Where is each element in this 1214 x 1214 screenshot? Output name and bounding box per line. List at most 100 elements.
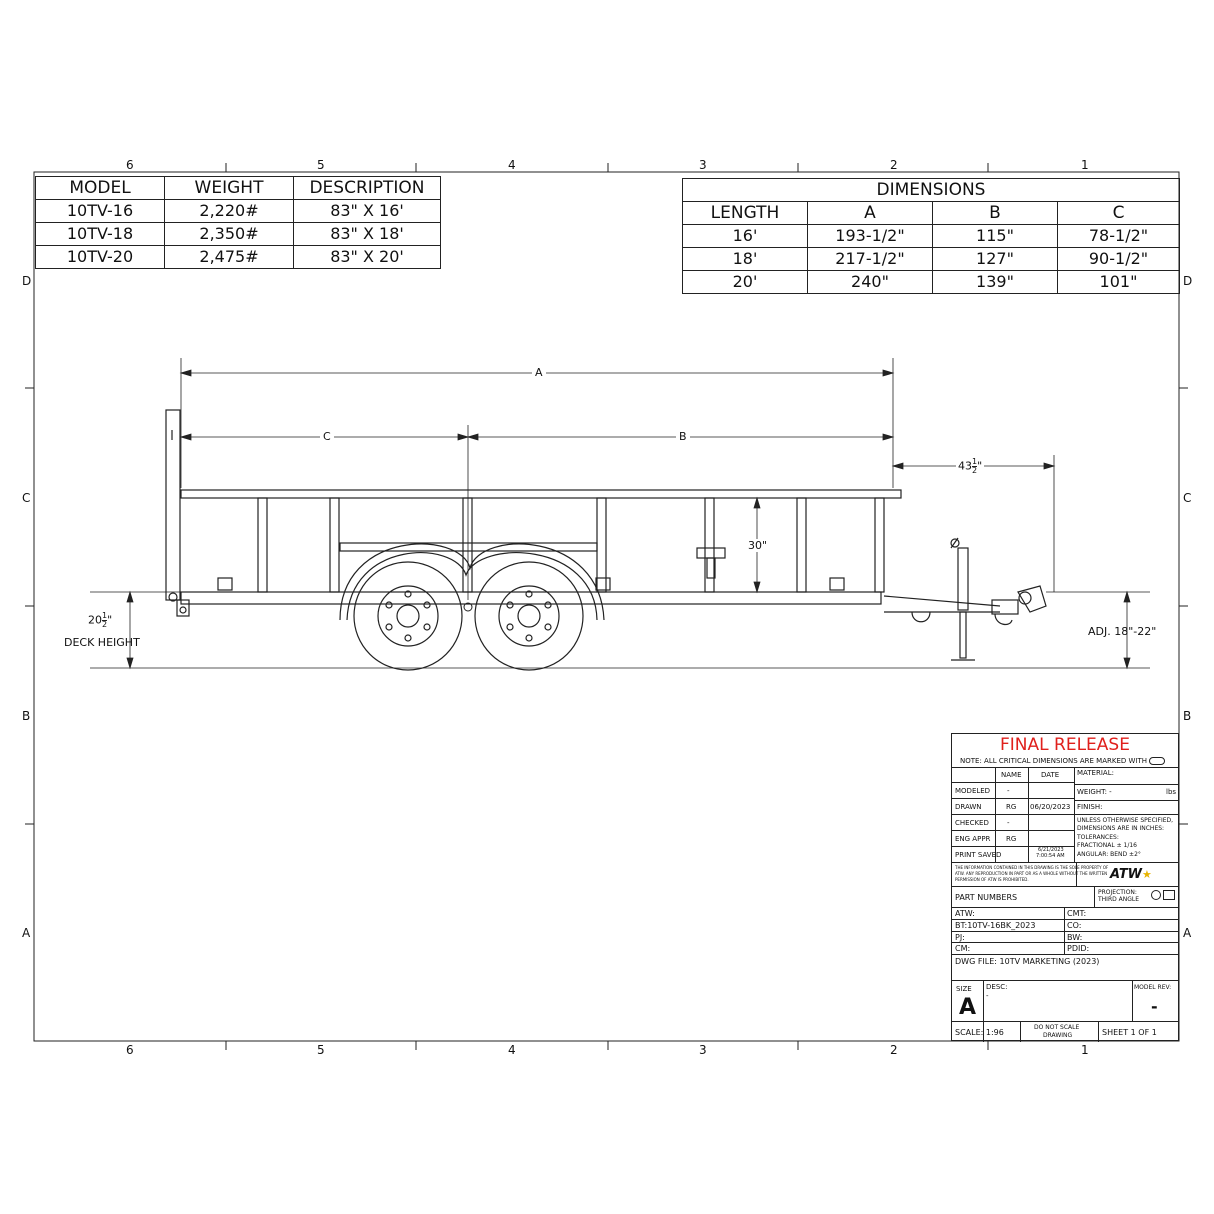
tolerance-line-4: FRACTIONAL ± 1/16 — [1077, 842, 1137, 849]
cmt-field: CMT: — [1067, 909, 1087, 918]
weight-unit: lbs — [1166, 788, 1177, 796]
cell-length: 16' — [682, 224, 808, 248]
row-modeled-label: MODELED — [955, 787, 991, 795]
dim-c-label: C — [320, 430, 334, 443]
cell-weight: 2,350# — [164, 222, 294, 246]
zone-row-c-left: C — [22, 491, 31, 505]
zone-row-b-left: B — [22, 709, 31, 723]
trailer-tongue — [883, 585, 1047, 626]
row-drawn-name: RG — [1006, 803, 1017, 811]
cell-a: 193-1/2" — [807, 224, 933, 248]
tongue-num: 1 — [972, 457, 978, 467]
critical-mark-icon — [1149, 757, 1166, 765]
cell-description: 83" X 16' — [293, 199, 441, 223]
row-printsaved-date: 6/21/2023 — [1038, 847, 1064, 853]
ramp-gate — [165, 409, 181, 601]
tongue-jack — [950, 537, 975, 661]
cell-c: 78-1/2" — [1057, 224, 1180, 248]
projection-line-1: PROJECTION: — [1098, 889, 1137, 896]
row-drawn-date: 06/20/2023 — [1030, 803, 1071, 811]
row-engappr-name: RG — [1006, 835, 1017, 843]
table-row: 10TV-20 2,475# 83" X 20' — [35, 245, 441, 269]
header-b: B — [932, 201, 1058, 225]
tolerance-line-5: ANGULAR: BEND ±2° — [1077, 851, 1141, 858]
row-engappr-label: ENG APPR — [955, 835, 991, 843]
zone-col-3-top: 3 — [699, 158, 707, 172]
zone-col-1-top: 1 — [1081, 158, 1089, 172]
tongue-whole: 43 — [958, 459, 972, 473]
dimension-lines — [90, 358, 1150, 670]
cell-model: 10TV-16 — [35, 199, 165, 223]
row-checked-name: - — [1007, 819, 1010, 827]
mid-rail — [339, 542, 598, 552]
deck-frame — [180, 591, 882, 605]
header-length: LENGTH — [682, 201, 808, 225]
cell-b: 115" — [932, 224, 1058, 248]
do-not-scale-line-1: DO NOT SCALE — [1034, 1024, 1080, 1031]
zone-row-a-right: A — [1183, 926, 1192, 940]
cell-weight: 2,475# — [164, 245, 294, 269]
dwg-file-field: DWG FILE: 10TV MARKETING (2023) — [955, 957, 1100, 966]
dimensions-title: DIMENSIONS — [682, 178, 1180, 202]
zone-col-6-top: 6 — [126, 158, 134, 172]
sheet-field: SHEET 1 OF 1 — [1102, 1028, 1157, 1037]
header-model: MODEL — [35, 176, 165, 200]
cell-c: 90-1/2" — [1057, 247, 1180, 271]
co-field: CO: — [1067, 921, 1082, 930]
model-table: MODEL WEIGHT DESCRIPTION 10TV-16 2,220# … — [35, 176, 441, 269]
dim-b-label: B — [676, 430, 690, 443]
zone-ticks — [25, 163, 1188, 1050]
cell-b: 127" — [932, 247, 1058, 271]
bw-field: BW: — [1067, 933, 1083, 942]
row-printsaved-time: 7:00:54 AM — [1036, 853, 1065, 859]
tolerance-line-2: DIMENSIONS ARE IN INCHES: — [1077, 825, 1165, 832]
zone-col-5-bottom: 5 — [317, 1043, 325, 1057]
projection-cone-icon — [1163, 890, 1175, 900]
side-posts — [257, 497, 885, 593]
stake-pockets — [217, 577, 845, 591]
header-c: C — [1057, 201, 1180, 225]
disclaimer-line-3: PERMISSION OF ATW IS PROHIBITED. — [955, 877, 1029, 882]
zone-col-5-top: 5 — [317, 158, 325, 172]
cell-description: 83" X 18' — [293, 222, 441, 246]
deck-height-label: DECK HEIGHT — [64, 636, 140, 649]
dimensions-title-row: DIMENSIONS — [682, 178, 1180, 202]
cell-weight: 2,220# — [164, 199, 294, 223]
tolerance-line-1: UNLESS OTHERWISE SPECIFIED, — [1077, 817, 1174, 824]
desc-value: - — [986, 992, 989, 1000]
zone-col-2-top: 2 — [890, 158, 898, 172]
pdid-field: PDID: — [1067, 944, 1090, 953]
row-printsaved-label: PRINT SAVED — [955, 851, 1002, 859]
wheel-rear — [474, 561, 584, 671]
cell-description: 83" X 20' — [293, 245, 441, 269]
model-rev-label: MODEL REV: — [1134, 984, 1172, 991]
table-row: 16' 193-1/2" 115" 78-1/2" — [682, 224, 1180, 248]
disclaimer-line-1: THE INFORMATION CONTAINED IN THIS DRAWIN… — [955, 865, 1109, 870]
coupler-adj-label: ADJ. 18"-22" — [1088, 625, 1157, 638]
tolerance-line-3: TOLERANCES: — [1077, 834, 1119, 841]
deck-num: 1 — [102, 611, 108, 621]
table-row: 10TV-18 2,350# 83" X 18' — [35, 222, 441, 246]
material-label: MATERIAL: — [1077, 769, 1114, 777]
col-name-label: NAME — [1001, 771, 1022, 779]
bt-field: BT:10TV-16BK_2023 — [955, 921, 1036, 930]
row-checked-label: CHECKED — [955, 819, 989, 827]
cell-a: 217-1/2" — [807, 247, 933, 271]
row-modeled-name: - — [1007, 787, 1010, 795]
zone-col-2-bottom: 2 — [890, 1043, 898, 1057]
atw-logo-text: ATW — [1110, 867, 1143, 882]
header-a: A — [807, 201, 933, 225]
projection-line-2: THIRD ANGLE — [1098, 896, 1140, 903]
title-block: FINAL RELEASE NOTE: ALL CRITICAL DIMENSI… — [951, 733, 1179, 1042]
tongue-den: 2 — [972, 466, 978, 475]
deck-unit: " — [107, 613, 113, 627]
tongue-unit: " — [977, 459, 983, 473]
header-weight: WEIGHT — [164, 176, 294, 200]
finish-label: FINISH: — [1077, 803, 1103, 811]
weight-label: WEIGHT: - — [1077, 788, 1112, 796]
cell-a: 240" — [807, 270, 933, 294]
dimensions-table: DIMENSIONS LENGTH A B C 16' 193-1/2" 115… — [682, 178, 1180, 294]
